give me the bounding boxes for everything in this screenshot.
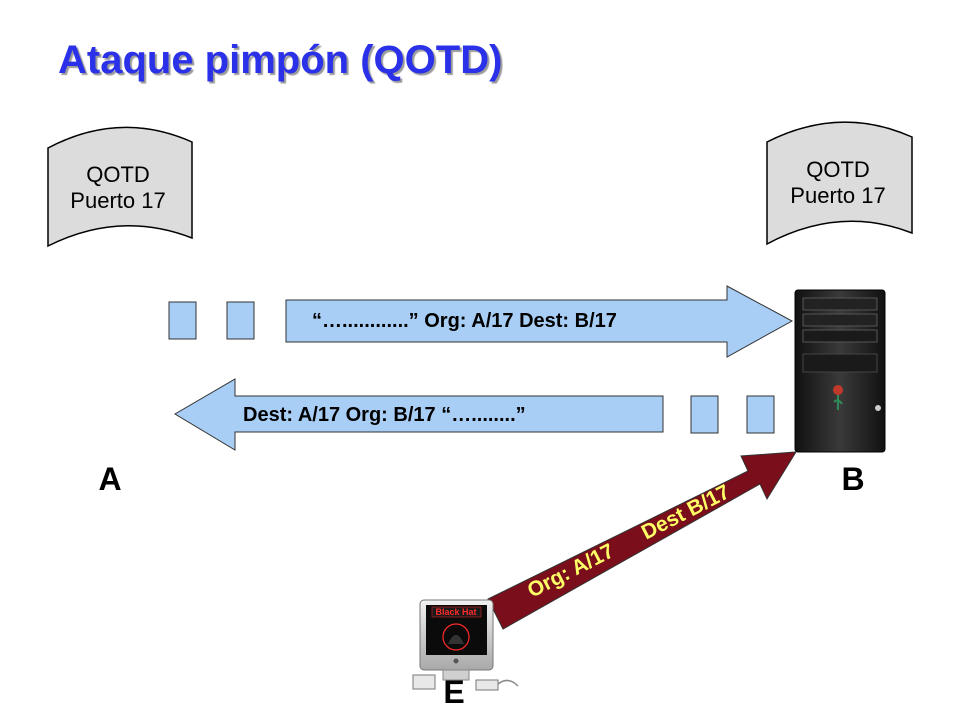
doc-right-line2: Puerto 17 (790, 183, 885, 208)
packet-box (226, 301, 255, 340)
attack-dest-label: Dest B/17 (638, 480, 734, 544)
doc-left-line2: Puerto 17 (70, 188, 165, 213)
packet-box (746, 395, 775, 434)
node-b-label: B (841, 461, 864, 497)
arrow-to-a-label: Dest: A/17 Org: B/17 “…........” (243, 404, 526, 426)
node-e-label: E (443, 674, 464, 710)
doc-right-line1: QOTD (806, 157, 870, 182)
document-shape (47, 126, 193, 248)
qotd-document-left: QOTD Puerto 17 (47, 126, 193, 248)
packet-box (168, 301, 197, 340)
arrow-to-a: Dest: A/17 Org: B/17 “…........” (174, 378, 664, 451)
arrow-to-b: “…............” Org: A/17 Dest: B/17 (285, 285, 794, 358)
attacker-computer-icon: Black Hat (412, 599, 519, 691)
monitor-logo-text: Black Hat (435, 607, 476, 617)
doc-left-line1: QOTD (86, 162, 150, 187)
node-a-label: A (98, 461, 121, 497)
packet-box (690, 395, 719, 434)
attack-arrow: Org: A/17 Dest B/17 (487, 451, 797, 630)
slide-title: Ataque pimpón (QOTD) (58, 38, 503, 82)
arrow-to-b-label: “…............” Org: A/17 Dest: B/17 (312, 310, 617, 332)
qotd-document-right: QOTD Puerto 17 (766, 121, 913, 246)
server-tower-icon (794, 289, 886, 453)
document-shape (766, 121, 913, 246)
